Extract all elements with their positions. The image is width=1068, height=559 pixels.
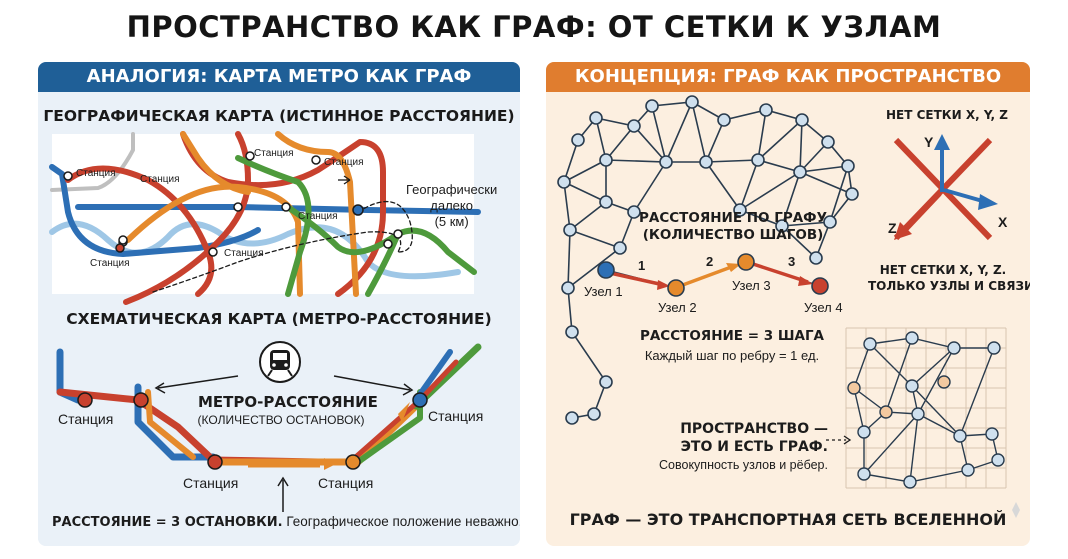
schematic-station — [133, 392, 149, 408]
step-label-1: 1 — [638, 258, 646, 273]
green-line-c — [365, 231, 401, 297]
geo-dashed-path — [152, 231, 402, 293]
graph-distance-line-1: РАССТОЯНИЕ ПО ГРАФУ — [639, 210, 827, 226]
schematic-station — [345, 454, 361, 470]
orange-line-a — [180, 131, 251, 195]
node-1-label: Узел 1 — [584, 284, 623, 299]
node-2-label: Узел 2 — [658, 300, 697, 315]
node-1-marker — [597, 261, 615, 279]
node-4-label: Узел 4 — [804, 300, 843, 315]
schematic-arrow — [324, 458, 336, 470]
geo-station-node — [245, 151, 255, 161]
node-3-label: Узел 3 — [732, 278, 771, 293]
geo-station-label: Станция — [224, 248, 264, 259]
geo-far-annotation: Географически далеко (5 км) — [406, 182, 497, 230]
space-line-2: ЭТО И ЕСТЬ ГРАФ. — [680, 439, 828, 455]
schematic-station — [207, 454, 223, 470]
space-line-3: Совокупность узлов и рёбер. — [659, 458, 828, 472]
schematic-station-label: Станция — [183, 475, 239, 491]
geo-station-label: Станция — [140, 174, 180, 185]
schematic-map-title: СХЕМАТИЧЕСКАЯ КАРТА (МЕТРО-РАССТОЯНИЕ) — [66, 310, 492, 328]
green-line-b — [283, 203, 477, 275]
schematic-station — [412, 392, 428, 408]
geographic-map — [38, 131, 520, 546]
sparkle-icon — [1012, 502, 1020, 518]
step-label-2: 2 — [706, 254, 714, 269]
graph-distance-line-2: (КОЛИЧЕСТВО ШАГОВ) — [642, 227, 824, 243]
no-grid-line-2: ТОЛЬКО УЗЛЫ И СВЯЗИ. — [868, 279, 1030, 293]
geo-map-title: ГЕОГРАФИЧЕСКАЯ КАРТА (ИСТИННОЕ РАССТОЯНИ… — [43, 107, 515, 125]
concept-header: КОНЦЕПЦИЯ: ГРАФ КАК ПРОСТРАНСТВО — [546, 62, 1030, 92]
stops-distance-note: Географическое положение неважно. — [286, 514, 520, 529]
page-title: ПРОСТРАНСТВО КАК ГРАФ: ОТ СЕТКИ К УЗЛАМ — [126, 10, 942, 44]
geo-station-node — [281, 202, 291, 212]
grid-graph — [845, 327, 1007, 489]
schematic-station-label: Станция — [58, 411, 114, 427]
node-4-marker — [811, 277, 829, 295]
geo-station-label: Станция — [298, 211, 338, 222]
analogy-header: АНАЛОГИЯ: КАРТА МЕТРО КАК ГРАФ — [38, 62, 520, 92]
metro-train-icon — [259, 341, 301, 383]
geo-station-node — [115, 243, 125, 253]
concept-footer: ГРАФ — ЭТО ТРАНСПОРТНАЯ СЕТЬ ВСЕЛЕННОЙ — [569, 510, 1007, 529]
geo-station-node — [118, 235, 128, 245]
concept-panel: КОНЦЕПЦИЯ: ГРАФ КАК ПРОСТРАНСТВО — [546, 62, 1030, 546]
geo-station-label: Станция — [76, 168, 116, 179]
geo-station-node — [63, 171, 73, 181]
blue-line-west — [49, 164, 261, 257]
no-grid-caption: НЕТ СЕТКИ X, Y, Z. ТОЛЬКО УЗЛЫ И СВЯЗИ. — [868, 262, 1030, 294]
geo-station-node — [311, 155, 321, 165]
no-grid-line-1: НЕТ СЕТКИ X, Y, Z. — [879, 263, 1007, 277]
blue-line-east — [75, 204, 481, 215]
geo-station-label: Станция — [254, 148, 294, 159]
axis-x-label: X — [998, 214, 1008, 230]
schematic-station-label: Станция — [318, 475, 374, 491]
schematic-station — [77, 392, 93, 408]
geo-station-node — [352, 204, 364, 216]
axis-y-label: Y — [924, 134, 934, 150]
geo-station-label: Станция — [90, 258, 130, 269]
steps-distance-bold: РАССТОЯНИЕ = 3 ШАГА — [639, 328, 825, 344]
geo-station-node — [393, 229, 403, 239]
space-is-graph-caption: ПРОСТРАНСТВО — ЭТО И ЕСТЬ ГРАФ. — [618, 420, 828, 456]
steps-distance-note: Каждый шаг по ребру = 1 ед. — [644, 348, 820, 363]
grey-line — [50, 132, 135, 192]
step-label-3: 3 — [788, 254, 796, 269]
geo-station-node — [233, 202, 243, 212]
space-line-1: ПРОСТРАНСТВО — — [680, 421, 828, 437]
green-line-a — [235, 155, 312, 297]
node-2-marker — [667, 279, 685, 297]
grid-graph-nodes — [847, 331, 1005, 489]
geo-far-line-2: далеко — [430, 198, 473, 213]
geo-dashed-loop — [357, 200, 413, 253]
schematic-arrow — [398, 402, 410, 422]
analogy-panel: АНАЛОГИЯ: КАРТА МЕТРО КАК ГРАФ ГЕОГРАФИЧ… — [38, 62, 520, 546]
geo-far-line-3: (5 км) — [434, 214, 469, 229]
schematic-orange-a — [145, 389, 196, 460]
geo-station-node — [383, 239, 393, 249]
schematic-station-label: Станция — [428, 408, 484, 424]
graph-illustration — [557, 95, 1020, 518]
graph-path-arrows — [609, 261, 813, 290]
xyz-axes-icon — [893, 134, 998, 241]
geo-map-background — [52, 134, 474, 294]
stops-distance-caption: РАССТОЯНИЕ = 3 ОСТАНОВКИ. Географическое… — [52, 514, 520, 530]
node-3-marker — [737, 253, 755, 271]
graph-distance-title: РАССТОЯНИЕ ПО ГРАФУ (КОЛИЧЕСТВО ШАГОВ) — [638, 210, 828, 244]
metro-distance-sub: (КОЛИЧЕСТВО ОСТАНОВОК) — [197, 413, 365, 427]
stops-distance-bold: РАССТОЯНИЕ = 3 ОСТАНОВКИ. — [52, 515, 283, 530]
orange-line-b — [275, 131, 359, 297]
geo-station-label: Станция — [324, 157, 364, 168]
no-grid-top-label: НЕТ СЕТКИ X, Y, Z — [886, 108, 1008, 122]
metro-distance-label: МЕТРО-РАССТОЯНИЕ — [198, 393, 378, 411]
schematic-blue-c — [413, 349, 453, 403]
graph-nodes — [557, 95, 859, 425]
axis-z-label: Z — [888, 220, 897, 236]
geo-station-node — [208, 247, 218, 257]
geo-far-line-1: Географически — [406, 182, 498, 197]
